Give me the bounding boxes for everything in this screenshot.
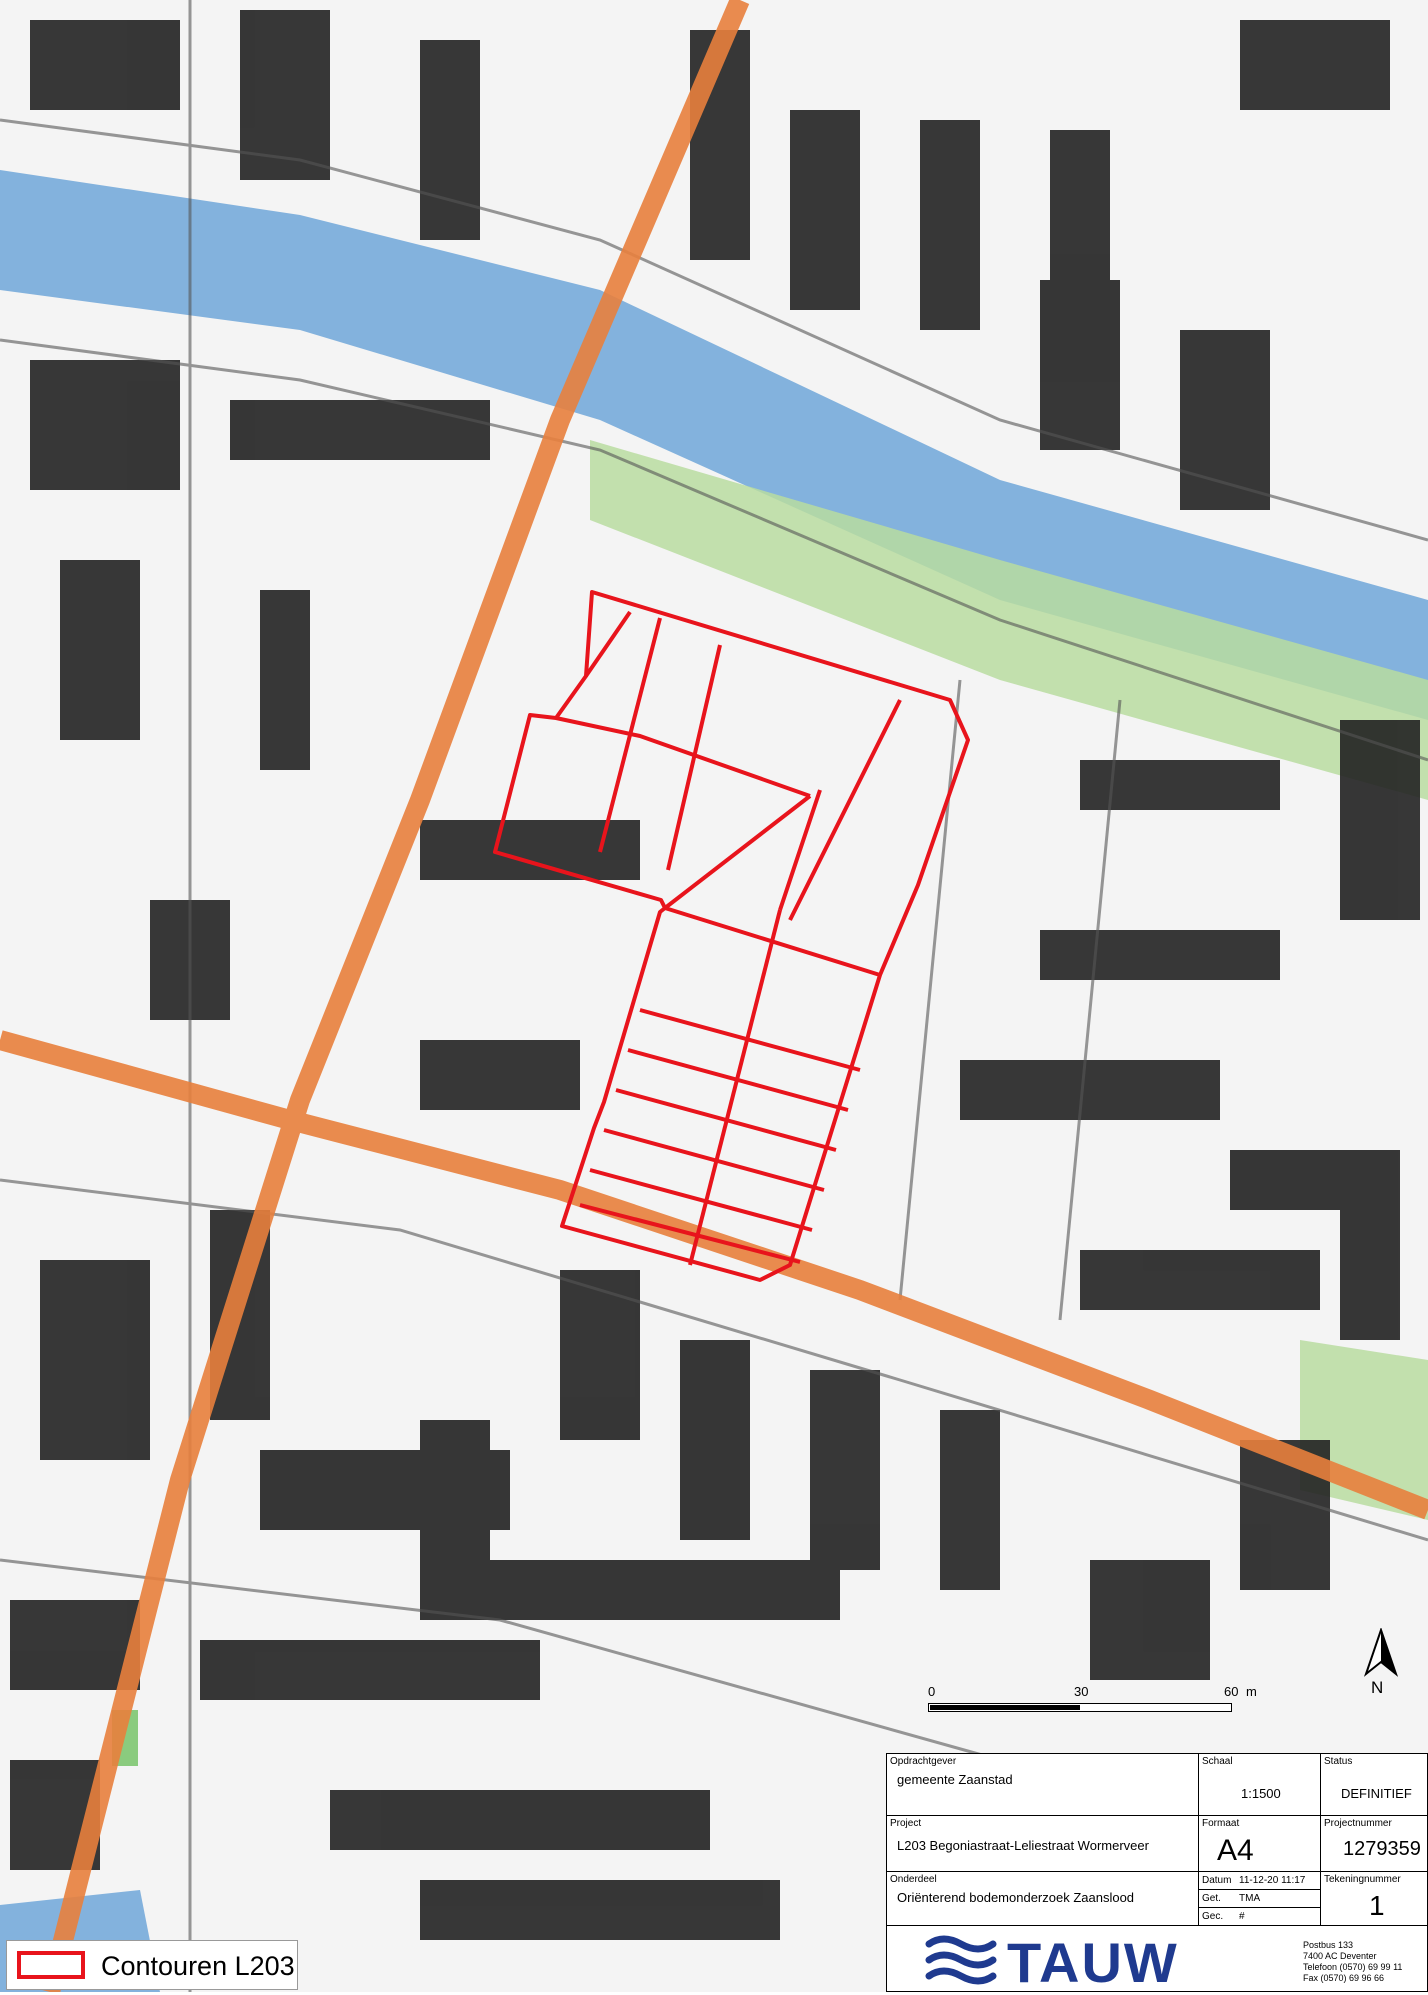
contour-inner — [584, 610, 632, 678]
tauw-logo-icon — [925, 1935, 997, 1985]
scale-unit: m — [1246, 1684, 1257, 1699]
tb-onderdeel: Onderdeel Oriënterend bodemonderzoek Zaa… — [887, 1872, 1199, 1926]
tb-formaat: Formaat A4 — [1199, 1816, 1321, 1872]
contour-outline — [493, 590, 970, 1282]
contour-inner — [663, 794, 812, 910]
tb-project: Project L203 Begoniastraat-Leliestraat W… — [887, 1816, 1199, 1872]
tekeningnummer-value: 1 — [1369, 1890, 1385, 1921]
logo-text: TAUW — [1007, 1931, 1179, 1994]
status-value: DEFINITIEF — [1341, 1786, 1412, 1801]
formaat-value: A4 — [1217, 1834, 1254, 1867]
scale-bar-body — [928, 1703, 1232, 1712]
schaal-value: 1:1500 — [1241, 1786, 1281, 1801]
scale-tick-30: 30 — [1074, 1684, 1089, 1699]
datum-value: 11-12-20 11:17 — [1239, 1875, 1306, 1886]
contour-inner — [666, 644, 722, 871]
title-block: Opdrachtgever gemeente Zaanstad Schaal 1… — [886, 1753, 1428, 1994]
contour-inner — [615, 1088, 837, 1152]
tb-status: Status DEFINITIEF — [1321, 1754, 1428, 1816]
gec-value: # — [1239, 1911, 1245, 1922]
company-address: Postbus 133 7400 AC Deventer Telefoon (0… — [1303, 1940, 1403, 1983]
contour-inner — [627, 1048, 849, 1112]
onderdeel-value: Oriënterend bodemonderzoek Zaanslood — [897, 1890, 1135, 1905]
tb-get: Get. TMA — [1199, 1890, 1321, 1908]
tauw-logo: TAUW Postbus 133 7400 AC Deventer Telefo… — [887, 1926, 1428, 1994]
contour-inner — [589, 1168, 813, 1232]
contour-inner — [788, 699, 902, 921]
contour-inner — [639, 1008, 861, 1072]
legend-label: Contouren L203 — [101, 1951, 295, 1981]
opdrachtgever-value: gemeente Zaanstad — [897, 1772, 1013, 1787]
tb-opdrachtgever: Opdrachtgever gemeente Zaanstad — [887, 1754, 1199, 1816]
contour-inner — [598, 617, 662, 853]
scale-segment — [930, 1705, 1080, 1710]
contour-inner — [688, 909, 782, 1266]
map-legend: Contouren L203 — [6, 1940, 298, 1990]
contour-inner — [778, 789, 822, 911]
contour-parcels — [493, 590, 970, 1282]
contour-inner — [579, 1203, 801, 1264]
tb-tekeningnummer: Tekeningnummer 1 — [1321, 1872, 1428, 1926]
north-label: N — [1371, 1678, 1384, 1697]
project-value: L203 Begoniastraat-Leliestraat Wormervee… — [897, 1838, 1149, 1853]
get-value: TMA — [1239, 1893, 1261, 1904]
north-arrow: N — [1362, 1626, 1400, 1698]
road-diagonal — [40, 0, 750, 1992]
tb-projectnummer: Projectnummer 1279359 — [1321, 1816, 1428, 1872]
contour-inner — [603, 1128, 825, 1192]
tb-datum: Datum 11-12-20 11:17 — [1199, 1872, 1321, 1890]
building-blocks — [10, 10, 1420, 1940]
green-strip-north — [590, 440, 1428, 800]
tb-schaal: Schaal 1:1500 — [1199, 1754, 1321, 1816]
scale-tick-60: 60 — [1224, 1684, 1239, 1699]
projectnummer-value: 1279359 — [1343, 1838, 1421, 1860]
north-arrow-icon — [1363, 1626, 1399, 1677]
contour-swatch — [17, 1951, 85, 1979]
scale-bar: 0 30 60 m — [928, 1684, 1257, 1714]
contour-inner — [555, 716, 811, 798]
scale-tick-0: 0 — [928, 1684, 936, 1699]
tb-gec: Gec. # — [1199, 1908, 1321, 1926]
